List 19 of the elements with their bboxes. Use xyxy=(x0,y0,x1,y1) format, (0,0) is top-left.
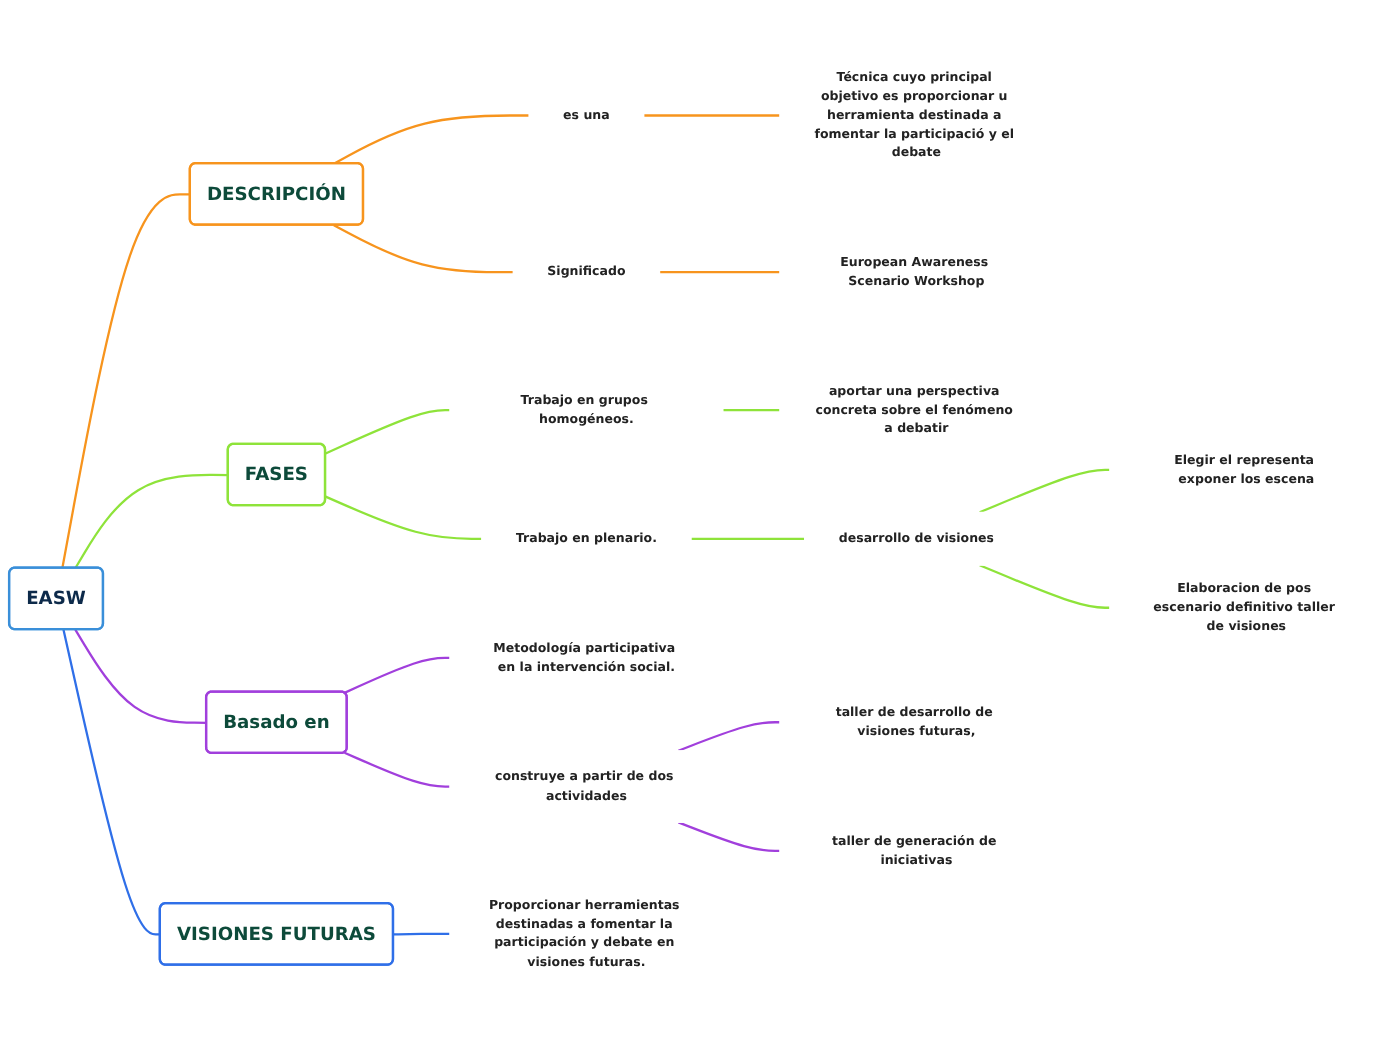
connector xyxy=(643,114,780,117)
connector xyxy=(325,409,450,455)
connector xyxy=(61,193,191,569)
connector xyxy=(333,224,514,274)
connector xyxy=(393,932,450,936)
connector xyxy=(62,629,161,936)
connector xyxy=(74,629,207,724)
connector xyxy=(333,114,529,165)
connector xyxy=(691,537,805,540)
connector xyxy=(325,495,482,540)
connector xyxy=(344,656,450,694)
connector xyxy=(678,721,780,752)
connector xyxy=(74,473,229,569)
connector xyxy=(979,468,1110,514)
connector xyxy=(678,821,780,852)
connector xyxy=(979,564,1110,609)
connector xyxy=(659,271,780,274)
connector xyxy=(722,409,780,412)
connector xyxy=(344,751,450,788)
